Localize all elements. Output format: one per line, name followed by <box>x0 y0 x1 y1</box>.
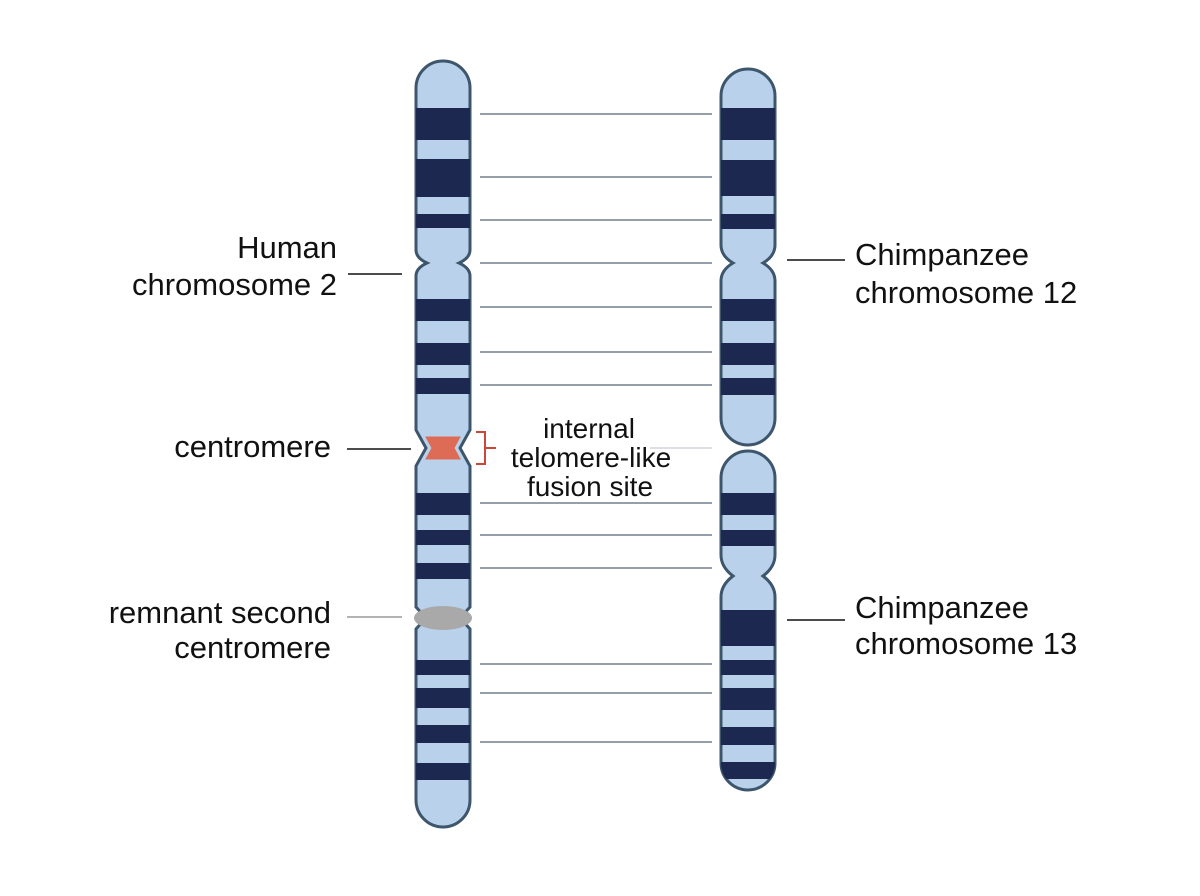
chromosome-band <box>721 610 775 646</box>
chimp13-label-line2: chromosome 13 <box>855 626 1077 661</box>
chromosome-band <box>416 725 470 743</box>
chromosome-band <box>416 660 470 675</box>
centromere-label: centromere <box>174 429 331 464</box>
human-chromosome-label-line1: Human <box>237 230 337 265</box>
chimp12-label-line2: chromosome 12 <box>855 275 1077 310</box>
chromosome-band <box>416 159 470 197</box>
chromosome-band <box>416 343 470 365</box>
chromosome-band <box>721 378 775 395</box>
chromosome-band <box>416 763 470 780</box>
fusion-site-bracket <box>476 431 496 465</box>
chromosome-band <box>721 343 775 365</box>
chromosome-band <box>416 493 470 515</box>
chromosome-band <box>721 493 775 515</box>
homology-lines <box>480 113 712 743</box>
chromosome-band <box>416 214 470 228</box>
chromosome-band <box>721 214 775 229</box>
chromosome-band <box>721 160 775 196</box>
chromosome-band <box>416 378 470 394</box>
chromosome-band <box>416 108 470 140</box>
chromosome-band <box>721 762 775 779</box>
chromosome-band <box>416 530 470 545</box>
remnant-centromere <box>414 606 472 630</box>
human-chromosome-2 <box>414 59 472 829</box>
chimp13-label-line1: Chimpanzee <box>855 590 1029 625</box>
chimpanzee-chromosome-12 <box>719 67 777 447</box>
fusion-site-label-line1: internal <box>543 413 635 444</box>
fusion-site-label-line2: telomere-like <box>511 442 671 473</box>
human-chromosome-label-line2: chromosome 2 <box>132 267 337 302</box>
chimp12-label-line1: Chimpanzee <box>855 237 1029 272</box>
chimpanzee-chromosome-13 <box>719 449 777 792</box>
active-centromere <box>425 436 461 460</box>
remnant-centromere-label-line2: centromere <box>174 630 331 665</box>
chromosome-band <box>721 299 775 321</box>
chromosome-band <box>721 108 775 140</box>
chromosome-band <box>721 530 775 546</box>
chromosome-band <box>416 299 470 321</box>
fusion-site-label-line3: fusion site <box>527 471 653 502</box>
chromosome-band <box>416 688 470 708</box>
chromosome-band <box>416 563 470 579</box>
chromosome-band <box>721 688 775 710</box>
remnant-centromere-label-line1: remnant second <box>109 595 331 630</box>
chromosome-band <box>721 727 775 745</box>
chromosome-band <box>721 660 775 675</box>
